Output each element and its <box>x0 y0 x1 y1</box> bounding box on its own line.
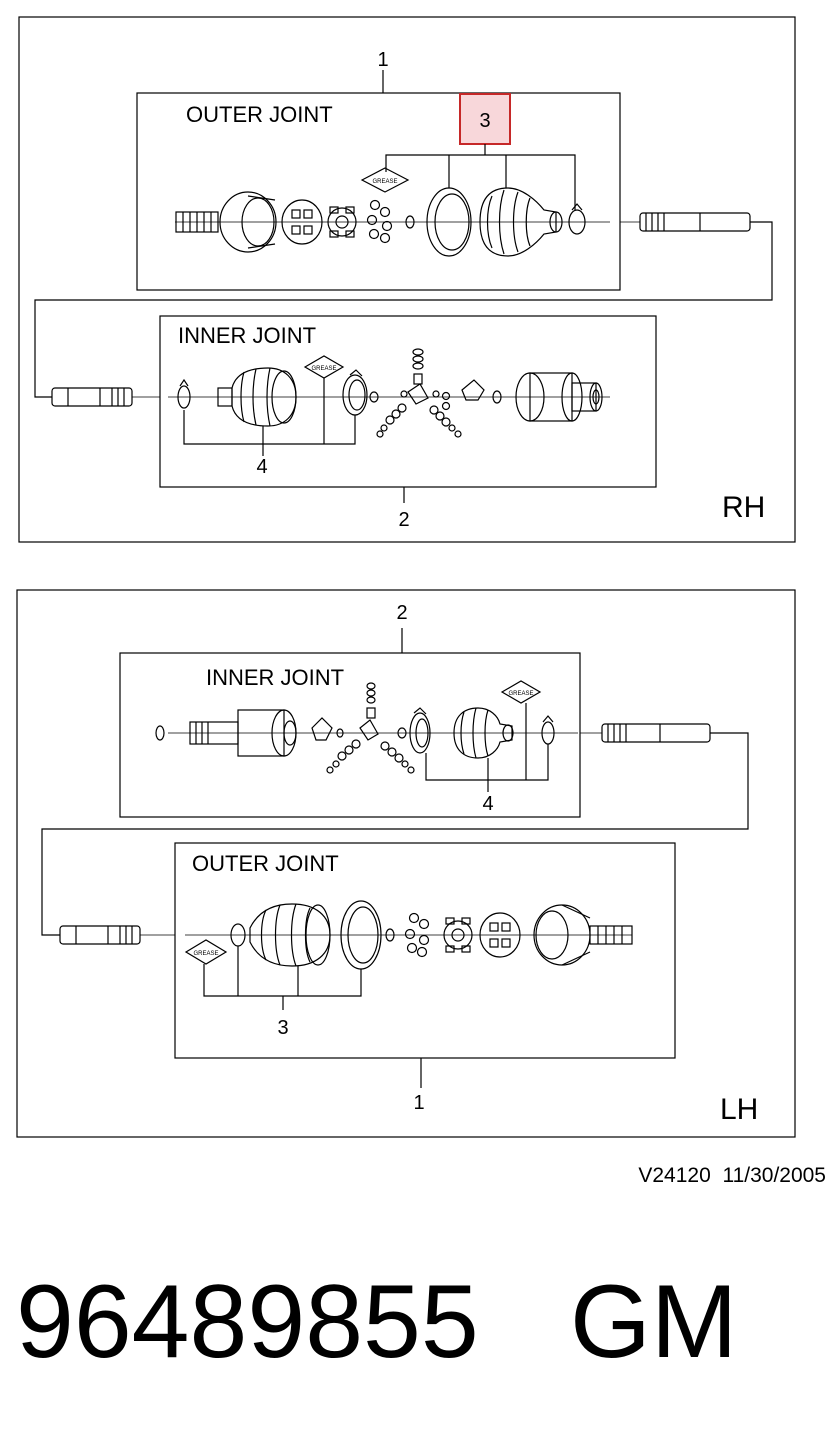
rh-callout-4[interactable]: 4 <box>256 456 267 478</box>
exploded-parts-diagram: 1 OUTER JOINT 3 GREASE <box>16 16 796 1138</box>
lh-inner-joint-title: INNER JOINT <box>206 665 344 690</box>
lh-inner-grease-label: GREASE <box>508 691 533 697</box>
rh-inner-boot-icon <box>217 367 297 427</box>
lh-outer-balls-icon <box>404 912 430 958</box>
rh-callout-3[interactable]: 3 <box>479 110 490 132</box>
rh-callout-3-highlight[interactable] <box>459 93 511 145</box>
rh-inner-tripod-icon <box>376 348 462 438</box>
lh-outer-grease-icon: GREASE <box>184 939 228 965</box>
lh-callout-2[interactable]: 2 <box>396 602 407 624</box>
lh-inner-housing-icon <box>189 709 297 757</box>
rh-axle-shaft-icon <box>639 212 751 232</box>
rh-outer-small-clamp-icon <box>568 203 586 235</box>
rh-callout-2[interactable]: 2 <box>398 509 409 531</box>
rh-inner-retainer-icon <box>461 379 485 401</box>
rh-callout-1[interactable]: 1 <box>377 49 388 71</box>
lh-outer-stub-shaft-icon <box>589 925 633 945</box>
lh-inner-snap-ring-icon <box>155 725 165 741</box>
lh-intermediate-shaft-icon <box>59 925 141 945</box>
rh-outer-housing-icon <box>219 191 277 253</box>
rh-outer-cage-icon <box>281 199 323 245</box>
lh-inner-large-clamp-icon <box>409 707 431 754</box>
rh-inner-balls-icon <box>441 391 451 411</box>
lh-inner-ball-icon <box>336 728 344 738</box>
rh-inner-grease-label: GREASE <box>311 366 336 372</box>
rh-outer-grease-label: GREASE <box>372 179 397 185</box>
rh-inner-grease-icon: GREASE <box>303 355 345 379</box>
rh-inner-snap-ring-icon <box>369 391 379 403</box>
lh-inner-small-clamp-icon <box>541 715 555 745</box>
lh-inner-grease-icon: GREASE <box>500 680 542 704</box>
lh-inner-joint-group: INNER JOINT <box>119 652 581 818</box>
lh-panel: 2 INNER JOINT <box>16 589 796 1138</box>
lh-inner-tripod-icon <box>326 682 415 774</box>
rh-outer-inner-race-icon <box>327 206 357 238</box>
rh-inner-large-clamp-icon <box>342 369 368 416</box>
rh-outer-large-clamp-icon <box>426 187 472 257</box>
rh-outer-joint-title: OUTER JOINT <box>186 102 333 127</box>
rh-panel: 1 OUTER JOINT 3 GREASE <box>18 16 796 543</box>
lh-outer-joint-title: OUTER JOINT <box>192 851 339 876</box>
rh-outer-balls-icon <box>366 199 393 244</box>
lh-callout-4[interactable]: 4 <box>482 793 493 815</box>
rh-inner-joint-title: INNER JOINT <box>178 323 316 348</box>
lh-outer-snap-ring-icon <box>385 928 395 942</box>
lh-inner-snap-ring-2-icon <box>397 727 407 739</box>
lh-outer-inner-race-icon <box>443 917 473 953</box>
lh-outer-boot-icon <box>249 903 331 967</box>
drawing-reference: V24120 11/30/2005 <box>638 1164 826 1187</box>
lh-axle-shaft-icon <box>601 723 711 743</box>
lh-outer-grease-label: GREASE <box>193 951 218 957</box>
lh-callout-3[interactable]: 3 <box>277 1017 288 1039</box>
lh-callout-1[interactable]: 1 <box>413 1092 424 1114</box>
lh-outer-cage-icon <box>479 912 521 958</box>
rh-inner-snap-ring-2-icon <box>492 390 502 404</box>
rh-intermediate-shaft-icon <box>51 387 133 407</box>
lh-outer-joint-group: OUTER JOINT GREASE <box>174 842 676 1059</box>
lh-inner-boot-icon <box>453 707 514 759</box>
lh-inner-retainer-icon <box>311 717 333 741</box>
rh-side-tag: RH <box>722 491 765 524</box>
rh-outer-snap-ring-icon <box>405 215 415 229</box>
rh-outer-joint-group: OUTER JOINT 3 GREASE <box>136 92 621 291</box>
brand-name: GM <box>570 1264 738 1380</box>
lh-side-tag: LH <box>720 1093 758 1126</box>
rh-outer-stub-shaft-icon <box>175 211 219 233</box>
rh-inner-joint-group: INNER JOINT GREASE <box>159 315 657 488</box>
rh-inner-housing-icon <box>515 372 603 422</box>
part-number: 96489855 <box>16 1264 479 1380</box>
rh-inner-small-clamp-icon <box>177 378 191 409</box>
rh-outer-grease-icon: GREASE <box>360 167 410 193</box>
rh-outer-boot-icon <box>479 187 563 257</box>
